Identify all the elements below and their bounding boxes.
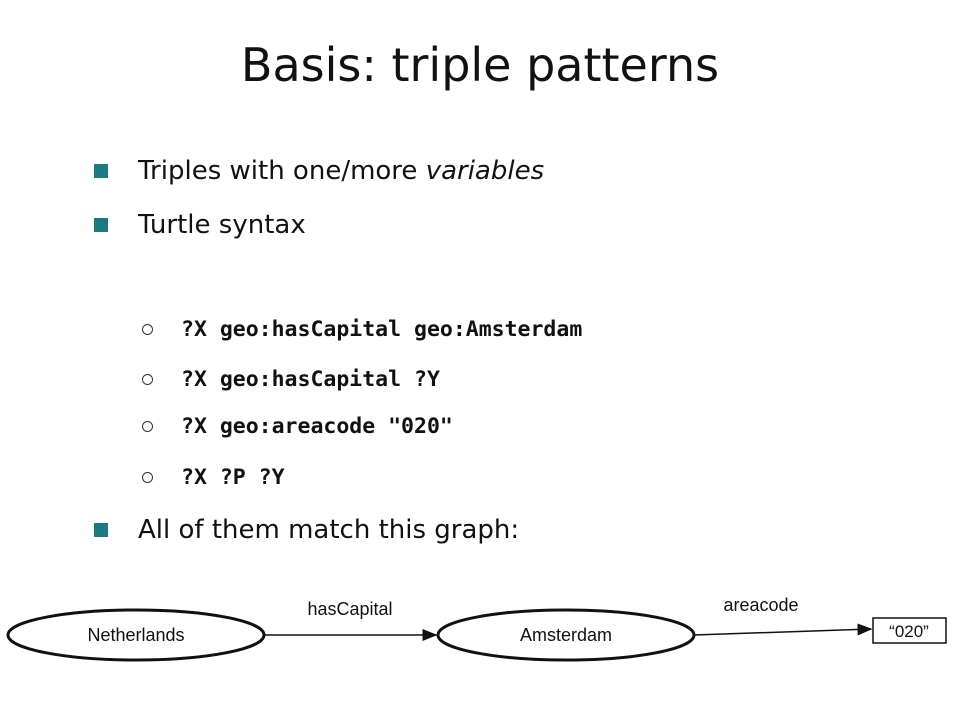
literal-label: “020” <box>889 622 929 641</box>
bullet-graph-intro: All of them match this graph: <box>94 515 519 545</box>
square-bullet-icon <box>94 523 108 537</box>
circle-bullet-icon <box>142 324 153 335</box>
code-line: ?X geo:areacode "020" <box>142 414 453 439</box>
square-bullet-icon <box>94 164 108 178</box>
bullet-turtle-syntax: Turtle syntax <box>94 210 306 240</box>
code-text: ?X ?P ?Y <box>181 465 285 490</box>
circle-bullet-icon <box>142 374 153 385</box>
bullet-text: Triples with one/more variables <box>138 156 545 186</box>
code-text: ?X geo:areacode "020" <box>181 414 453 439</box>
rdf-graph: Netherlands Amsterdam “020” hasCapital a… <box>6 595 947 662</box>
code-line: ?X geo:hasCapital geo:Amsterdam <box>142 317 582 342</box>
amsterdam-label: Amsterdam <box>520 625 612 645</box>
circle-bullet-icon <box>142 421 153 432</box>
has-capital-label: hasCapital <box>307 599 392 619</box>
circle-bullet-icon <box>142 472 153 483</box>
slide-title: Basis: triple patterns <box>240 38 720 92</box>
square-bullet-icon <box>94 218 108 232</box>
netherlands-label: Netherlands <box>87 625 184 645</box>
code-line: ?X ?P ?Y <box>142 465 285 490</box>
bullet-text: All of them match this graph: <box>138 515 520 545</box>
areacode-edge <box>693 623 873 636</box>
literal-node <box>872 617 947 644</box>
areacode-label: areacode <box>723 595 798 615</box>
bullet-variables: Triples with one/more variables <box>94 156 544 186</box>
code-text: ?X geo:hasCapital ?Y <box>181 367 440 392</box>
code-text: ?X geo:hasCapital geo:Amsterdam <box>181 317 583 342</box>
bullet-text: Turtle syntax <box>138 210 306 240</box>
code-line: ?X geo:hasCapital ?Y <box>142 367 440 392</box>
